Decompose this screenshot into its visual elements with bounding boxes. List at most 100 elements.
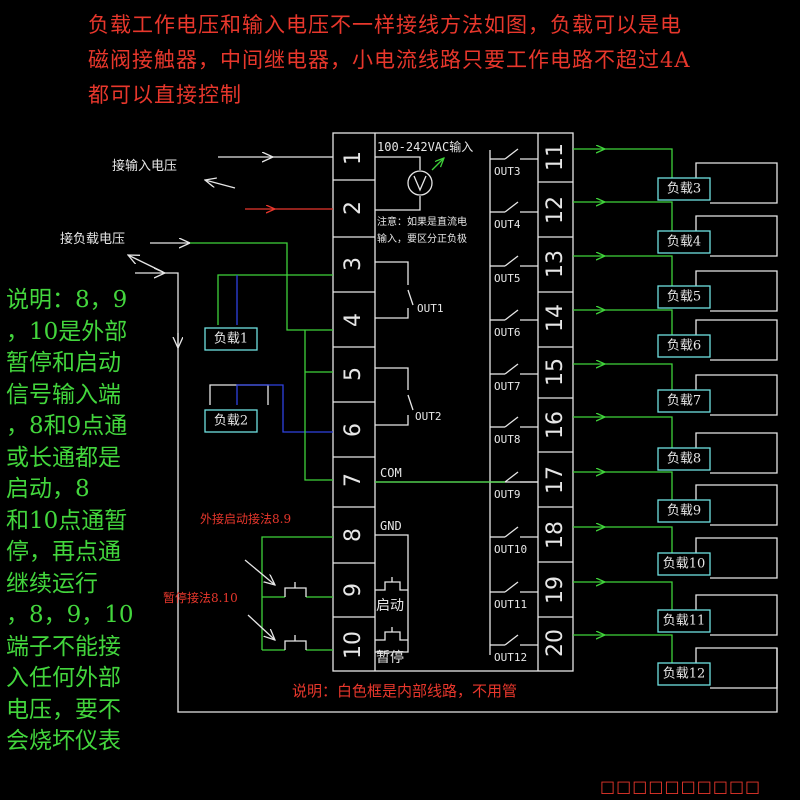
side-note-line: 入任何外部 [6,665,121,691]
gnd-label: GND [380,519,402,533]
load-box [657,552,711,576]
terminal-10: 10 [341,631,366,659]
return-wire [695,162,778,204]
load-label: 负载3 [667,182,701,197]
dc-note-line1: 注意：如果是直流电 [377,215,467,228]
contact-blade [504,581,519,593]
com-label: COM [380,466,402,480]
load-box [657,662,711,686]
load-box [657,177,711,201]
relay-label-out3: OUT3 [494,165,521,178]
load-label: 负载8 [667,452,701,467]
return-wire [695,484,778,526]
side-note-line: 说明：8，9 [6,287,128,313]
output-wire [605,148,673,178]
load-label: 负载6 [667,339,701,354]
output-wire [605,416,673,448]
load1-wire [217,274,333,325]
terminal-1: 1 [341,151,366,165]
load-label: 负载7 [667,394,701,409]
input-pointer-arrow [205,180,236,189]
load2-wire [209,384,269,405]
return-wire [695,537,778,579]
return-wire [695,319,778,361]
footer-boxes: □□□□□□□□□□ [600,777,762,796]
start-label: 启动 [376,598,404,614]
terminal-7: 7 [341,473,366,487]
load-box [657,334,711,358]
relay-contacts-left [375,261,414,426]
external-switch-contacts [284,582,307,650]
power-label: 100-242VAC输入 [377,139,473,154]
load-box [204,409,258,433]
load-voltage-line [190,242,333,331]
start-pointer-arrow [244,559,275,585]
contact-blade [504,148,519,160]
load-label: 负载11 [663,614,706,629]
relay-label-out7: OUT7 [494,380,521,393]
output-wire [605,526,673,553]
terminal-13: 13 [543,250,568,278]
power-circuit [375,156,433,211]
terminal-16: 16 [543,411,568,439]
relay-label-out2: OUT2 [415,410,442,423]
load-box [204,327,258,351]
load-box [657,447,711,471]
external-switches [261,536,333,651]
terminal-4: 4 [341,313,366,327]
left-bus-wire [165,272,778,713]
output-wire [605,363,673,390]
terminal-5: 5 [341,367,366,381]
return-wire [695,215,778,257]
contact-blade [504,416,519,428]
dc-note-line2: 输入，要区分正负极 [377,232,467,245]
return-wire [695,647,778,689]
side-note-line: 启动，8 [6,476,90,502]
terminal-11: 11 [543,143,568,171]
relay-label-out9: OUT9 [494,488,521,501]
contact-blade [504,526,519,538]
output-wire [605,309,673,335]
load-label: 负载1 [214,332,248,347]
terminal-12: 12 [543,196,568,224]
return-wire [695,432,778,474]
side-note-line: ，8和9点通 [6,413,128,439]
load-pointer-arrow [128,255,164,273]
contact-blade [504,201,519,213]
relay-label-out11: OUT11 [494,598,527,611]
com-wire [304,330,333,481]
power-indicator-arrow [431,158,444,171]
title-line: 都可以直接控制 [88,83,242,107]
relay-label-out12: OUT12 [494,651,527,664]
return-wire [695,270,778,312]
side-note-line: 暂停和启动 [6,350,121,376]
terminal-15: 15 [543,358,568,386]
load-box [657,609,711,633]
side-note-line: 会烧坏仪表 [6,728,121,754]
relay-label-out6: OUT6 [494,326,521,339]
output-wire [605,471,673,500]
load-label: 负载5 [667,290,701,305]
output-wire [605,255,673,286]
side-note-line: 信号输入端 [6,381,121,408]
side-note-line: 继续运行 [6,570,98,597]
load-label: 负载4 [667,235,701,250]
terminal-8: 8 [341,528,366,542]
ext-start-label: 外接启动接法8.9 [200,511,291,526]
load-box [657,389,711,413]
load2-blue-wire [236,384,333,433]
relay-contacts-right [490,148,538,646]
terminal-6: 6 [341,423,366,437]
terminal-19: 19 [543,576,568,604]
contact-blade [504,255,519,267]
title: 负载工作电压和输入电压不一样接线方法如图，负载可以是电 磁阀接触器，中间继电器，… [88,8,788,113]
relay-label-out5: OUT5 [494,272,521,285]
terminal-20: 20 [543,629,568,657]
load-label: 负载9 [667,504,701,519]
side-note-line: 端子不能接 [6,633,121,660]
relay-label-out4: OUT4 [494,218,521,231]
load-box [657,230,711,254]
relay-label-out8: OUT8 [494,433,521,446]
output-wire [605,581,673,610]
